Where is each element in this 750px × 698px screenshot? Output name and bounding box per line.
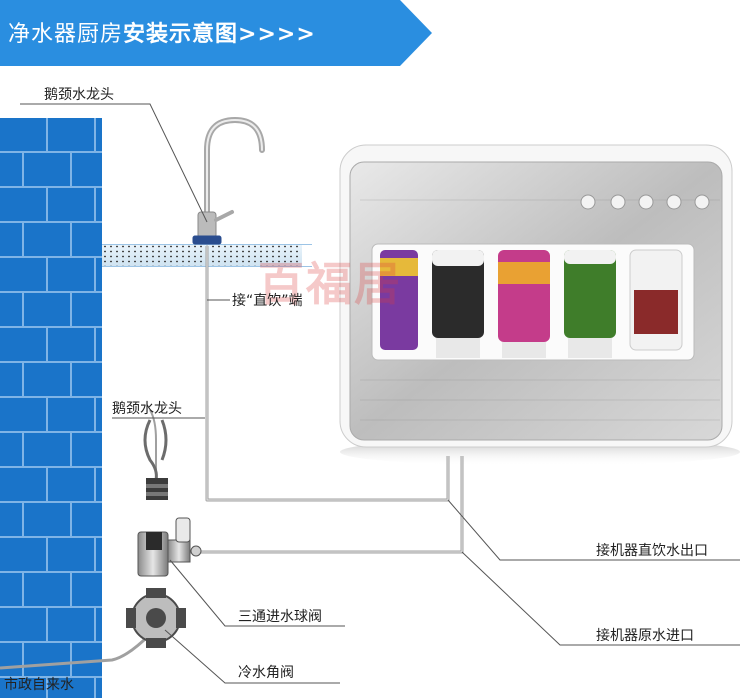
- leader-faucet-top: [20, 104, 207, 222]
- control-button-2: [611, 195, 625, 209]
- label-direct-drink-end: 接“直饮”端: [232, 290, 303, 310]
- tee-ball-valve: [138, 518, 201, 576]
- control-button-1: [581, 195, 595, 209]
- pipe-municipal: [0, 628, 156, 668]
- control-button-5: [695, 195, 709, 209]
- gooseneck-faucet-top: [193, 120, 262, 244]
- control-button-4: [667, 195, 681, 209]
- label-gooseneck-faucet-top: 鹅颈水龙头: [44, 84, 114, 104]
- label-cold-angle-valve: 冷水角阀: [238, 662, 294, 682]
- label-tee-ball-valve: 三通进水球阀: [238, 606, 322, 626]
- cold-water-angle-valve: [126, 588, 186, 648]
- pipe-inlet: [190, 456, 462, 552]
- label-gooseneck-faucet-mid: 鹅颈水龙头: [112, 398, 182, 418]
- control-button-3: [639, 195, 653, 209]
- label-machine-inlet: 接机器原水进口: [596, 625, 694, 645]
- label-machine-outlet: 接机器直饮水出口: [596, 540, 708, 560]
- label-municipal-water: 市政自来水: [4, 674, 74, 694]
